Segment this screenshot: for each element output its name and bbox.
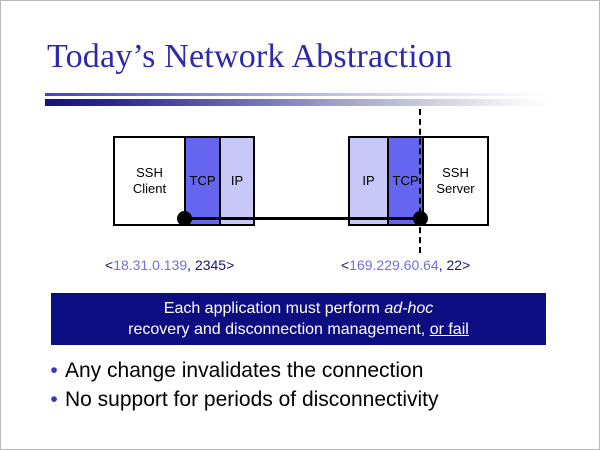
layer-ssh-client-line1: SSH	[136, 165, 163, 180]
address-label-client: <18.31.0.139, 2345>	[105, 257, 234, 273]
layer-ssh-client-line2: Client	[132, 181, 167, 196]
address-open-bracket-client: <	[105, 257, 114, 273]
address-port-server: 22	[446, 257, 463, 273]
callout-line-2-underline: or fail	[429, 321, 469, 338]
list-item-label: No support for periods of disconnectivit…	[65, 388, 439, 411]
host-box-client: SSH Client TCP IP	[113, 136, 255, 226]
address-close-bracket-client: >	[226, 257, 235, 273]
address-port-client: 2345	[194, 257, 227, 273]
layer-tcp-server: TCP	[387, 138, 422, 224]
address-ip-client: 18.31.0.139	[113, 257, 188, 273]
layer-ssh-client: SSH Client	[115, 138, 184, 224]
callout-line-1-prefix: Each application must perform	[163, 300, 385, 317]
connection-line	[184, 217, 420, 220]
address-open-bracket-server: <	[341, 257, 350, 273]
layer-ip-server: IP	[350, 138, 387, 224]
bullet-marker-icon: •	[50, 359, 58, 382]
endpoint-dot-server	[413, 211, 428, 226]
address-close-bracket-server: >	[462, 257, 471, 273]
page-title: Today’s Network Abstraction	[47, 38, 453, 75]
callout-line-2: recovery and disconnection management, o…	[128, 319, 469, 340]
list-item: • No support for periods of disconnectiv…	[43, 385, 563, 414]
dashed-boundary-line	[419, 109, 421, 253]
address-label-server: <169.229.60.64, 22>	[341, 257, 470, 273]
address-ip-server: 169.229.60.64	[349, 257, 439, 273]
layer-tcp-client: TCP	[184, 138, 219, 224]
address-separator-server: ,	[438, 257, 447, 273]
layer-ssh-server-line2: Server	[436, 181, 475, 196]
address-separator-client: ,	[187, 257, 195, 273]
host-box-server: IP TCP SSH Server	[348, 136, 489, 226]
layer-ssh-server-line1: SSH	[442, 165, 469, 180]
layer-ssh-server: SSH Server	[422, 138, 487, 224]
callout-line-1: Each application must perform ad-hoc	[164, 298, 433, 319]
title-rule-thin	[45, 93, 553, 96]
list-item: • Any change invalidates the connection	[43, 356, 563, 385]
callout-box: Each application must perform ad-hoc rec…	[51, 293, 546, 345]
callout-line-2-prefix: recovery and disconnection management,	[128, 321, 430, 338]
title-rule-thick	[45, 99, 553, 106]
layer-ip-client: IP	[219, 138, 253, 224]
endpoint-dot-client	[177, 211, 192, 226]
bullet-marker-icon: •	[50, 388, 58, 411]
callout-line-1-italic: ad-hoc	[384, 300, 434, 317]
list-item-label: Any change invalidates the connection	[65, 359, 424, 382]
bullet-list: • Any change invalidates the connection …	[43, 356, 563, 414]
